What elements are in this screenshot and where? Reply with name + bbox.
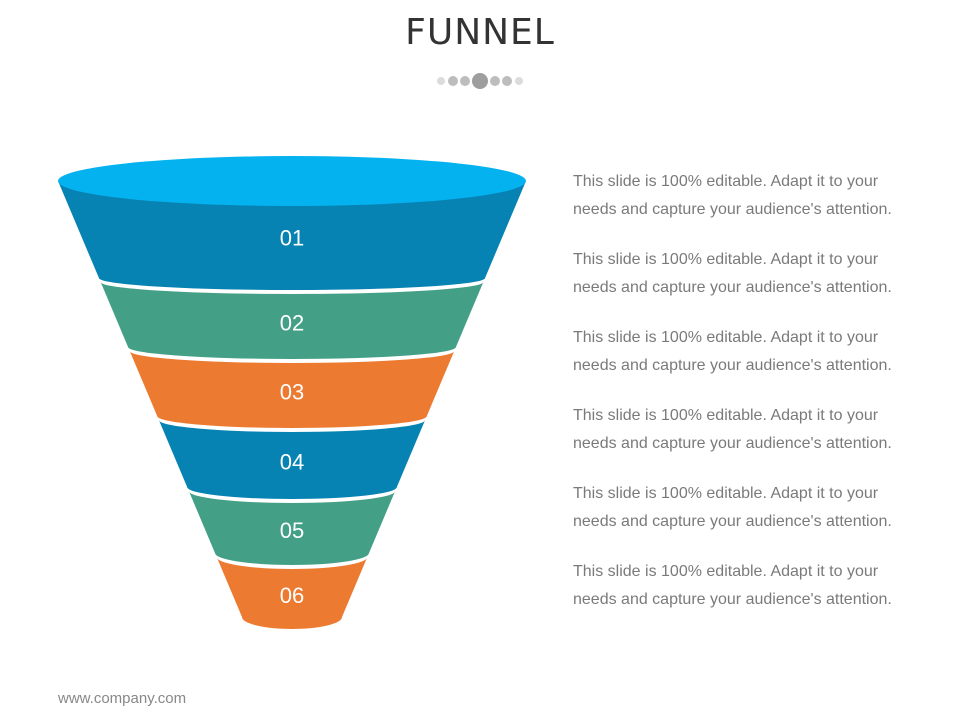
funnel-segment-label: 06	[280, 583, 304, 608]
description-line: needs and capture your audience's attent…	[573, 279, 892, 296]
funnel-segment	[58, 181, 526, 290]
description-line: needs and capture your audience's attent…	[573, 591, 892, 608]
description-line: This slide is 100% editable. Adapt it to…	[573, 407, 879, 424]
divider-dot	[437, 77, 445, 85]
description-line: needs and capture your audience's attent…	[573, 201, 892, 218]
description-item: This slide is 100% editable. Adapt it to…	[573, 558, 933, 614]
description-line: needs and capture your audience's attent…	[573, 513, 892, 530]
description-line: This slide is 100% editable. Adapt it to…	[573, 173, 879, 190]
description-line: This slide is 100% editable. Adapt it to…	[573, 329, 879, 346]
funnel-segment-label: 02	[280, 311, 304, 336]
funnel-segment-label: 01	[280, 226, 304, 251]
description-item: This slide is 100% editable. Adapt it to…	[573, 246, 933, 302]
funnel-segment-label: 05	[280, 518, 304, 543]
description-line: needs and capture your audience's attent…	[573, 435, 892, 452]
description-line: This slide is 100% editable. Adapt it to…	[573, 563, 879, 580]
title-divider-dots	[0, 71, 960, 91]
divider-dot	[460, 76, 470, 86]
divider-dot	[502, 76, 512, 86]
footer-url: www.company.com	[58, 690, 187, 707]
funnel-rim	[58, 156, 526, 206]
funnel-segment	[216, 557, 368, 629]
divider-dot	[448, 76, 458, 86]
description-item: This slide is 100% editable. Adapt it to…	[573, 168, 933, 224]
funnel-segment	[158, 420, 426, 499]
divider-dot	[490, 76, 500, 86]
description-item: This slide is 100% editable. Adapt it to…	[573, 324, 933, 380]
divider-dot	[515, 77, 523, 85]
funnel-segment	[100, 282, 484, 359]
divider-dot	[472, 73, 488, 89]
funnel-segment	[129, 351, 455, 428]
slide-title: FUNNEL	[405, 12, 555, 53]
funnel-segment-label: 04	[280, 450, 304, 475]
funnel-segment-label: 03	[280, 380, 304, 405]
description-item: This slide is 100% editable. Adapt it to…	[573, 480, 933, 536]
description-line: This slide is 100% editable. Adapt it to…	[573, 251, 879, 268]
description-line: This slide is 100% editable. Adapt it to…	[573, 485, 879, 502]
description-line: needs and capture your audience's attent…	[573, 357, 892, 374]
funnel-segment	[188, 491, 396, 565]
description-item: This slide is 100% editable. Adapt it to…	[573, 402, 933, 458]
